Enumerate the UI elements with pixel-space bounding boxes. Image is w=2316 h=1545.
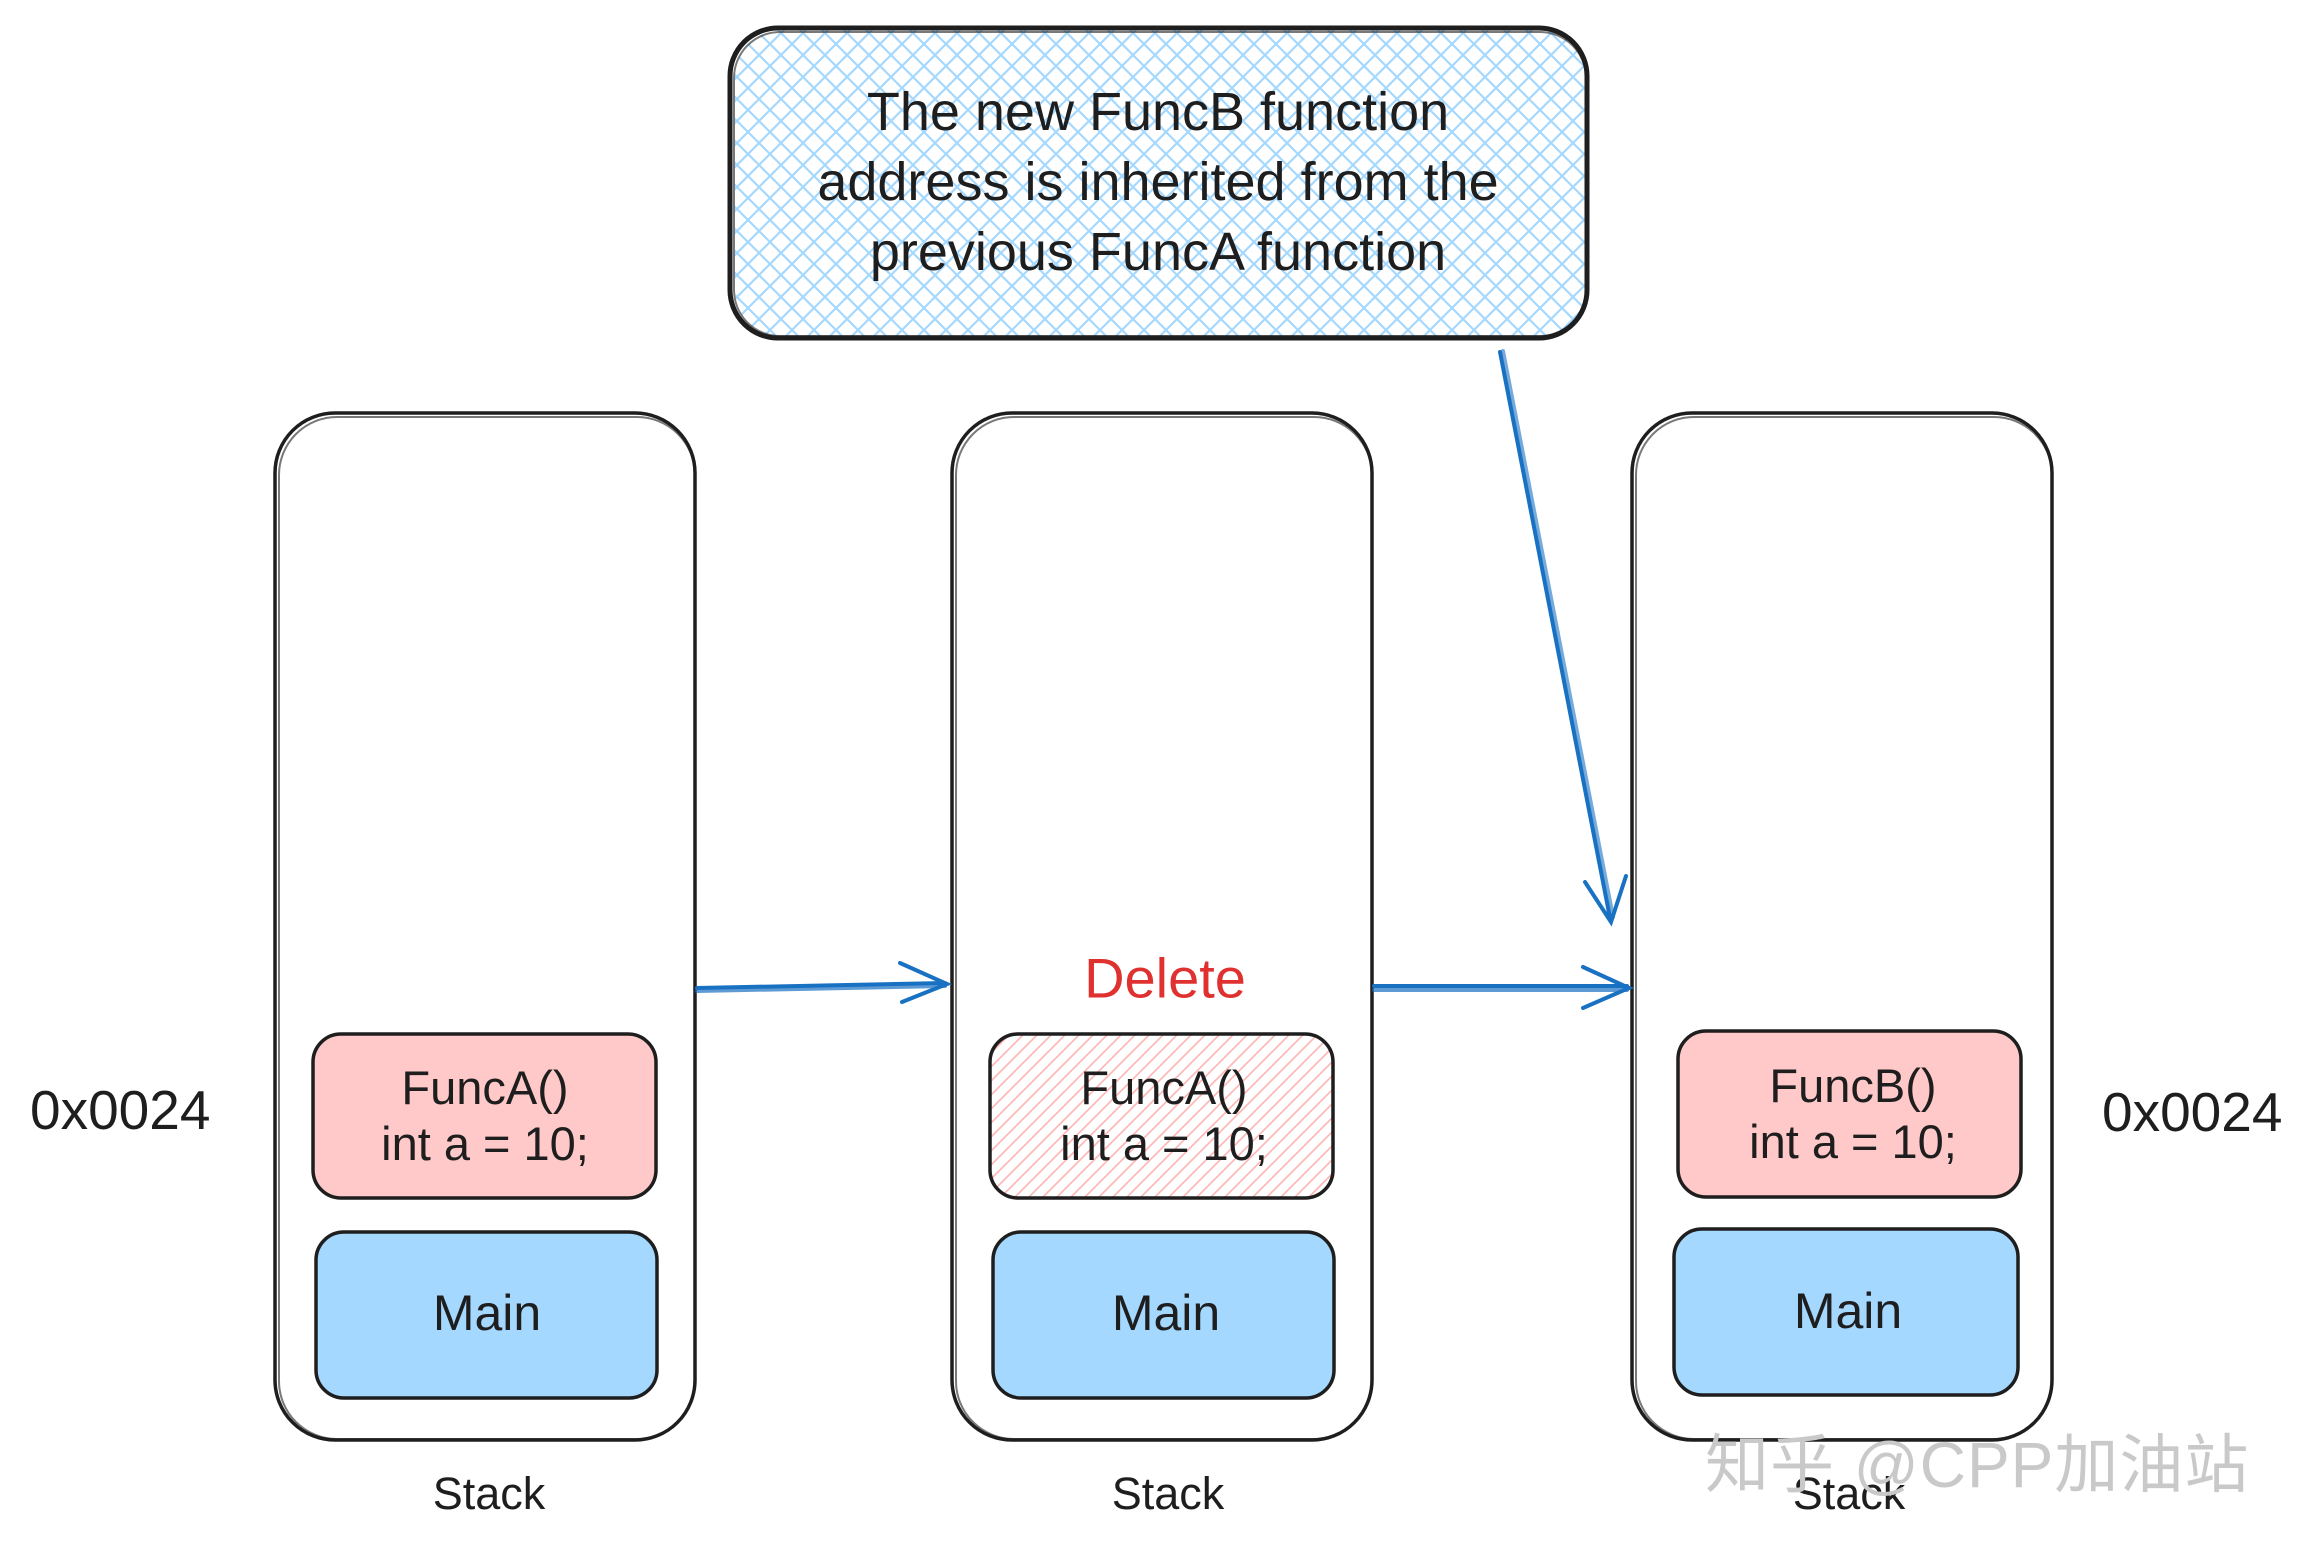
stack-3-frame-name: FuncB() (1769, 1059, 1937, 1112)
callout-text: The new FuncB function address is inheri… (817, 77, 1498, 287)
stack-1-frame-label: FuncA() int a = 10; (381, 1060, 589, 1172)
stack-3-frame-code: int a = 10; (1749, 1115, 1957, 1168)
stack-container-1 (273, 411, 697, 1442)
stack-container-2 (950, 411, 1374, 1442)
stack-2-deleted-frame-box (988, 1032, 1335, 1200)
callout-line-3: previous FuncA function (869, 222, 1447, 282)
stack-1-frame-box (311, 1032, 658, 1200)
arrow-callout-to-stack3 (1498, 349, 1628, 927)
stack-3-frame-box (1676, 1029, 2023, 1199)
arrow-stack1-to-stack2 (695, 961, 953, 1004)
stack-2-frame-label: FuncA() int a = 10; (1060, 1060, 1268, 1172)
stack-1-main-label: Main (432, 1285, 542, 1341)
stack-1-main-box (314, 1230, 659, 1400)
delete-label: Delete (1084, 946, 1246, 1010)
stack-2-frame-name: FuncA() (1080, 1061, 1248, 1114)
stack-2-label: Stack (1111, 1468, 1225, 1519)
stack-1-address: 0x0024 (30, 1079, 211, 1141)
stack-1-frame-name: FuncA() (401, 1061, 569, 1114)
callout-line-2: address is inherited from the (817, 152, 1499, 212)
stack-3-main-label: Main (1793, 1283, 1903, 1339)
arrow-stack2-to-stack3 (1372, 965, 1634, 1010)
stack-3-address: 0x0024 (2102, 1081, 2283, 1143)
stack-container-3 (1630, 411, 2054, 1442)
callout-box (727, 25, 1590, 341)
callout-line-1: The new FuncB function (866, 82, 1450, 142)
stack-2-main-box (991, 1230, 1336, 1400)
stack-2-frame-code: int a = 10; (1060, 1117, 1268, 1170)
stack-1-label: Stack (432, 1468, 546, 1519)
stack-1-frame-code: int a = 10; (381, 1117, 589, 1170)
stack-3-label: Stack (1792, 1468, 1906, 1519)
stack-3-main-box (1672, 1227, 2020, 1397)
stack-3-frame-label: FuncB() int a = 10; (1749, 1058, 1957, 1170)
watermark-text: 知乎 @CPP加油站 (1705, 1429, 2250, 1501)
stack-2-main-label: Main (1111, 1285, 1221, 1341)
